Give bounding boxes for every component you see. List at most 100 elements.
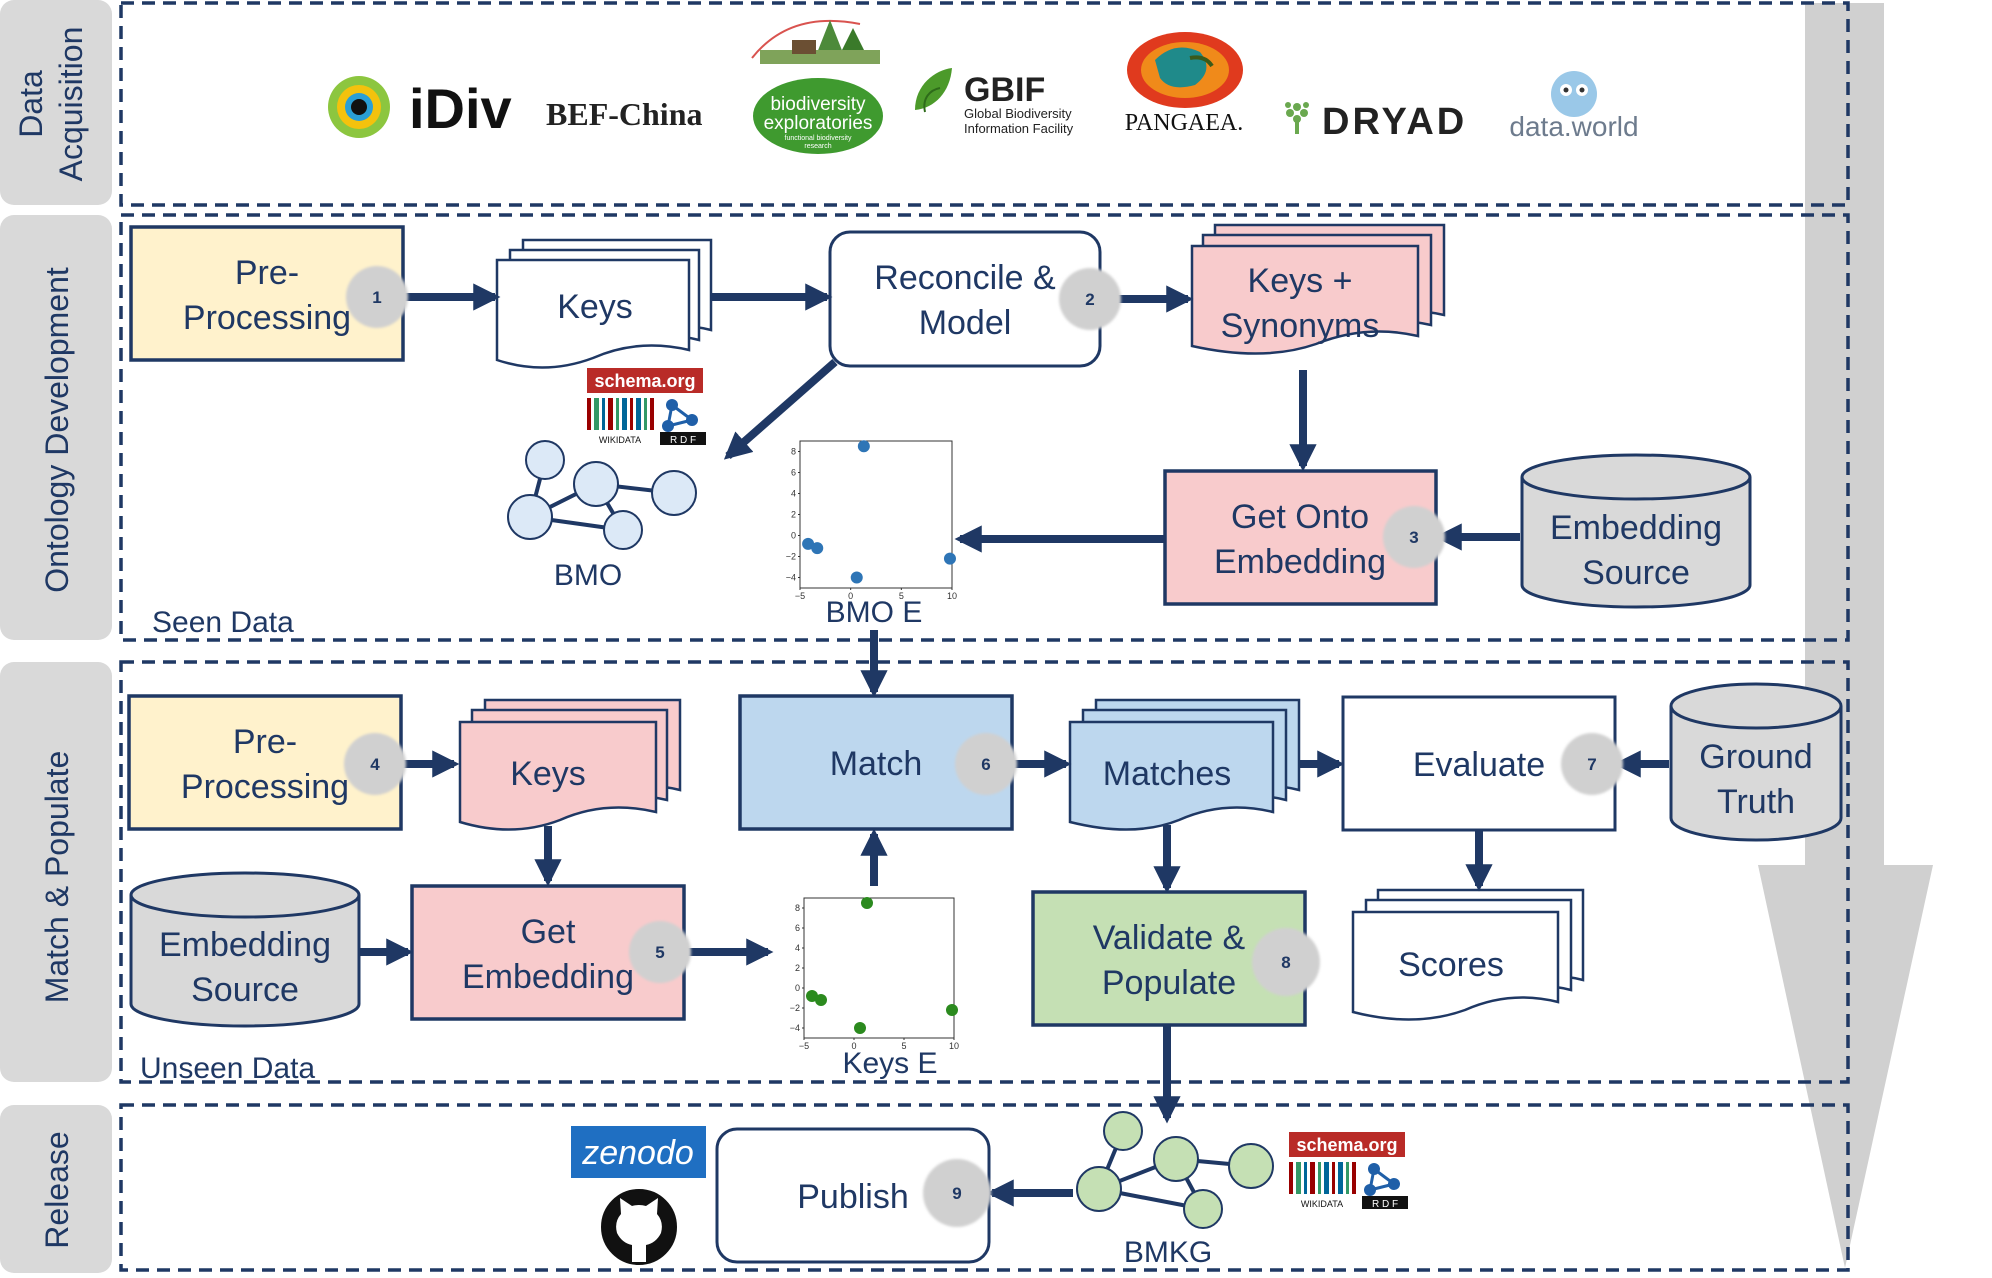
onto-emb-line1: Get Onto	[1231, 498, 1369, 536]
gbif-label: GBIF	[964, 71, 1045, 109]
step-badge-8: 8	[1252, 928, 1320, 996]
bmo-label: BMO	[554, 559, 622, 592]
release-rdf-label: R D F	[1372, 1199, 1398, 1210]
svg-text:8: 8	[1281, 953, 1290, 972]
syn-line2: Synonyms	[1221, 307, 1380, 345]
keys-e-point	[815, 994, 827, 1006]
gbif-sub1: Global Biodiversity	[964, 106, 1072, 121]
rdf-icon: R D F	[660, 399, 706, 446]
seen-data-label: Seen Data	[152, 606, 294, 639]
keys-e-x-tick: 5	[901, 1041, 906, 1051]
match-preprocessing-line1: Pre-	[233, 723, 297, 761]
onto-keys-doc: Keys	[495, 238, 713, 369]
keys-e-y-tick: 0	[795, 983, 800, 993]
keys-e-label: Keys E	[842, 1047, 937, 1080]
onto-preprocessing-line1: Pre-	[235, 254, 299, 292]
keys-e-y-tick: 2	[795, 963, 800, 973]
keys-e-point	[806, 990, 818, 1002]
schema-org-badge	[587, 368, 703, 393]
bmo-e-x-tick: 5	[899, 591, 904, 601]
onto-embsrc-line1: Embedding	[1550, 509, 1722, 547]
landscape-icon	[751, 19, 861, 59]
match-embedding-source-db: Embedding Source	[129, 871, 361, 1028]
svg-text:1: 1	[372, 288, 381, 307]
reconcile-line1: Reconcile &	[874, 259, 1056, 297]
keys-e-x-tick: 10	[949, 1041, 959, 1051]
keys-e-point	[861, 897, 873, 909]
getemb-line2: Embedding	[462, 958, 634, 996]
keys-synonyms-doc: Keys + Synonyms	[1190, 223, 1446, 355]
step-badge-7: 7	[1561, 733, 1623, 795]
keys-e-x-tick: −5	[799, 1041, 809, 1051]
keys-e-y-tick: −4	[790, 1023, 800, 1033]
onto-schema-label: schema.org	[594, 371, 695, 391]
step-badge-3: 3	[1383, 506, 1445, 568]
dataworld-logo: data.world	[1509, 71, 1639, 142]
dataworld-label: data.world	[1509, 111, 1638, 142]
bef-china-label: BEF-China	[546, 96, 702, 132]
progress-arrow	[1758, 3, 1933, 1268]
svg-text:3: 3	[1409, 528, 1418, 547]
match-keys-doc: Keys	[458, 698, 682, 831]
wikidata-barcode-icon	[587, 398, 654, 430]
bmo-e-x-tick: −5	[795, 591, 805, 601]
svg-text:4: 4	[370, 755, 380, 774]
match-embsrc-line2: Source	[191, 971, 299, 1009]
unseen-data-label: Unseen Data	[140, 1052, 315, 1085]
release-wikidata-label: WIKIDATA	[1301, 1199, 1343, 1209]
matches-doc: Matches	[1068, 698, 1301, 831]
release-rdf-icon: R D F	[1362, 1163, 1408, 1210]
dryad-logo: DRYAD	[1285, 101, 1464, 143]
svg-text:6: 6	[981, 755, 990, 774]
svg-text:5: 5	[655, 943, 664, 962]
svg-text:7: 7	[1587, 755, 1596, 774]
step-badge-9: 9	[923, 1159, 991, 1227]
keys-e-y-tick: −2	[790, 1003, 800, 1013]
tree-icon	[1285, 102, 1309, 134]
svg-text:2: 2	[1085, 290, 1094, 309]
pangaea-logo: PANGAEA.	[1125, 32, 1243, 136]
keys-e-plot-frame	[803, 897, 955, 1039]
bmo-e-label: BMO E	[826, 596, 923, 629]
bmo-graph-icon	[507, 440, 697, 550]
getemb-line1: Get	[521, 913, 576, 951]
bmo-e-y-tick: −2	[786, 552, 796, 562]
keys-e-y-tick: 6	[795, 923, 800, 933]
onto-preprocessing-line2: Processing	[183, 299, 351, 337]
step-badge-4: 4	[344, 733, 406, 795]
github-icon	[601, 1189, 677, 1265]
keys-e-y-tick: 4	[795, 943, 800, 953]
onto-embsrc-line2: Source	[1582, 554, 1690, 592]
bmo-e-plot-frame	[799, 440, 953, 589]
bmo-e-x-tick: 10	[947, 591, 957, 601]
syn-line1: Keys +	[1248, 262, 1353, 300]
bmo-e-y-tick: 0	[791, 531, 796, 541]
bmo-e-y-tick: −4	[786, 573, 796, 583]
arrow-reconcile-to-bmo	[723, 358, 838, 460]
idiv-logo: iDiv	[328, 76, 512, 140]
release-schema-label: schema.org	[1296, 1135, 1397, 1155]
onto-rdf-label: R D F	[670, 435, 696, 446]
bmo-e-x-tick: 0	[848, 591, 853, 601]
bmo-e-y-tick: 2	[791, 510, 796, 520]
source-logos: iDiv BEF-China biodiversity exploratorie…	[328, 19, 1639, 154]
bmo-e-y-tick: 8	[791, 447, 796, 457]
step-badge-6: 6	[955, 733, 1017, 795]
scores-label: Scores	[1398, 946, 1504, 984]
match-preprocessing-line2: Processing	[181, 768, 349, 806]
step-badges: 1 2 3 4 5 6 7 8 9	[344, 266, 1623, 1227]
publish-box: Publish	[715, 1127, 991, 1264]
gt-line2: Truth	[1717, 783, 1795, 821]
bmo-e-point	[802, 537, 815, 550]
bmkg-graph-icon	[1076, 1111, 1274, 1229]
onto-wikidata-label: WIKIDATA	[599, 435, 641, 445]
gbif-logo: GBIF Global Biodiversity Information Fac…	[915, 68, 1074, 136]
bmo-e-y-tick: 6	[791, 468, 796, 478]
step-badge-5: 5	[629, 921, 691, 983]
flow-arrows	[359, 283, 1669, 1207]
release-band: zenodo Publish B	[571, 1111, 1408, 1269]
